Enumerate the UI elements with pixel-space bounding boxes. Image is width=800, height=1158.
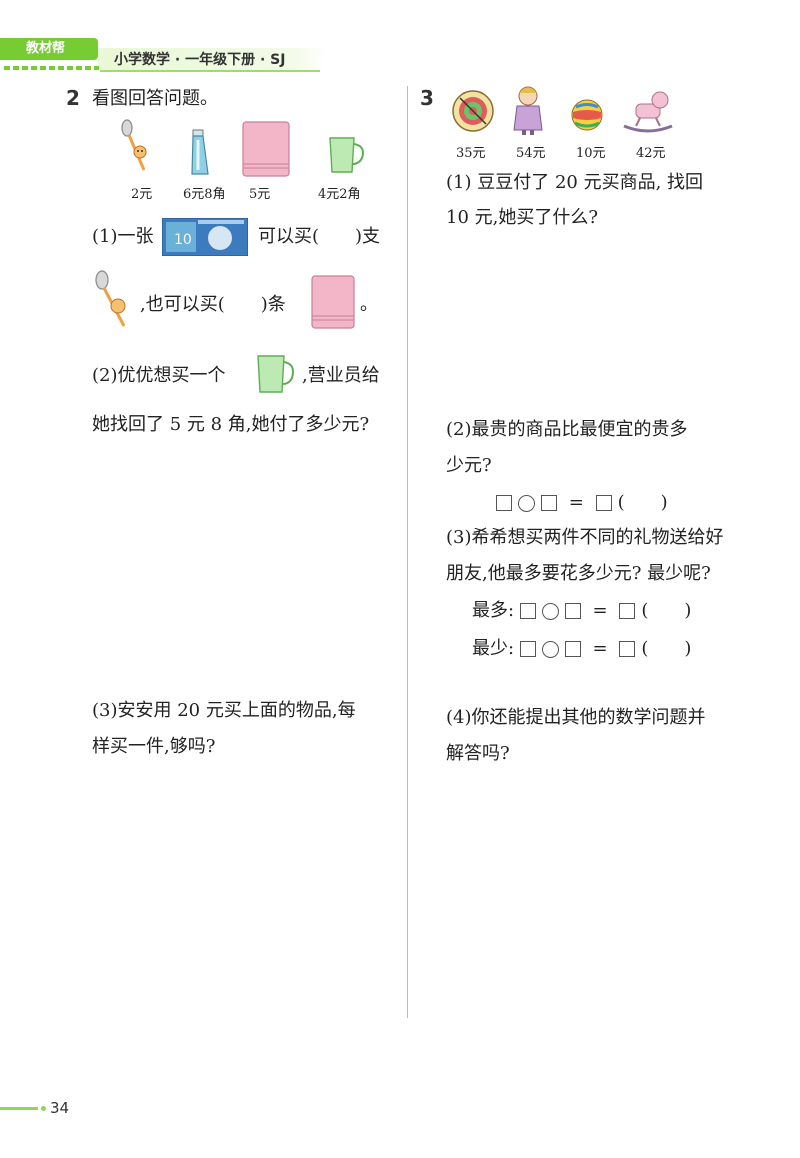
banknote-icon: 10 xyxy=(162,218,248,256)
price-rocking-horse: 42元 xyxy=(636,146,666,161)
doll-icon xyxy=(513,86,543,135)
answer-box[interactable] xyxy=(564,641,581,657)
q3-part1-text-a: (1) 豆豆付了 20 元买商品, 找回 xyxy=(446,172,704,193)
spoon-icon xyxy=(121,119,147,171)
column-divider xyxy=(407,86,408,1018)
question-number-3: 3 xyxy=(420,86,434,110)
header-band xyxy=(98,48,328,70)
equals-sign: = xyxy=(592,600,608,621)
dartboard-icon xyxy=(452,90,494,132)
price-spoon: 2元 xyxy=(131,187,153,202)
equals-sign: = xyxy=(568,492,584,513)
spoon-icon-inline xyxy=(95,270,126,327)
towel-icon-inline xyxy=(311,275,355,329)
header-badge: 教材帮 xyxy=(0,38,98,60)
footer-dot xyxy=(41,1106,46,1111)
ball-icon xyxy=(571,99,603,131)
unit-paren: ( ) xyxy=(617,492,668,513)
question-number-2: 2 xyxy=(66,86,80,110)
q3-part3-most-equation: 最多: = ( ) xyxy=(472,596,691,622)
q3-part3-text-b: 朋友,他最多要花多少元? 最少呢? xyxy=(446,563,711,584)
operator-circle[interactable] xyxy=(541,602,559,620)
footer-line xyxy=(0,1107,38,1110)
q2-part2-text-b: ,营业员给 xyxy=(302,365,380,386)
q2-part3-text-a: (3)安安用 20 元买上面的物品,每 xyxy=(92,700,356,721)
q3-part3-text-a: (3)希希想买两件不同的礼物送给好 xyxy=(446,527,724,548)
page-number: 34 xyxy=(50,1099,70,1117)
price-dartboard: 35元 xyxy=(456,146,486,161)
q2-part1-text-d: 。 xyxy=(360,294,378,315)
price-ball: 10元 xyxy=(576,146,606,161)
header-dots xyxy=(4,66,99,70)
price-toothpaste: 6元8角 xyxy=(183,187,226,202)
q2-part1-text-b: 可以买( )支 xyxy=(258,226,381,247)
q3-part2-text-a: (2)最贵的商品比最便宜的贵多 xyxy=(446,419,688,440)
question-2-title: 看图回答问题。 xyxy=(92,88,218,109)
answer-box[interactable] xyxy=(619,603,636,619)
q2-part2-text-c: 她找回了 5 元 8 角,她付了多少元? xyxy=(92,414,370,435)
answer-box[interactable] xyxy=(564,603,581,619)
q2-part3-text-b: 样买一件,够吗? xyxy=(92,736,216,757)
banknote-value: 10 xyxy=(174,232,192,248)
cup-icon xyxy=(329,137,364,173)
equals-sign: = xyxy=(592,638,608,659)
q3-part4-text-b: 解答吗? xyxy=(446,743,510,764)
operator-circle[interactable] xyxy=(518,494,535,512)
most-label: 最多: xyxy=(472,600,515,621)
answer-box[interactable] xyxy=(519,603,536,619)
q3-part2-text-b: 少元? xyxy=(446,455,492,476)
q3-part2-equation: = ( ) xyxy=(496,488,668,514)
q2-part2-text-a: (2)优优想买一个 xyxy=(92,365,226,386)
q2-part1-text-c: ,也可以买( )条 xyxy=(140,294,286,315)
q2-part1-text-a: (1)一张 xyxy=(92,226,154,247)
answer-box[interactable] xyxy=(619,641,636,657)
header-title: 小学数学 · 一年级下册 · SJ xyxy=(114,52,286,68)
answer-box[interactable] xyxy=(595,495,612,511)
answer-box[interactable] xyxy=(519,641,536,657)
q3-part1-text-b: 10 元,她买了什么? xyxy=(446,207,598,228)
operator-circle[interactable] xyxy=(541,640,559,658)
least-label: 最少: xyxy=(472,638,515,659)
cup-icon-inline xyxy=(257,355,294,393)
price-cup: 4元2角 xyxy=(318,187,361,202)
unit-paren: ( ) xyxy=(641,600,692,621)
answer-box[interactable] xyxy=(496,495,512,511)
q3-part4-text-a: (4)你还能提出其他的数学问题并 xyxy=(446,707,706,728)
price-doll: 54元 xyxy=(516,146,546,161)
rocking-horse-icon xyxy=(623,91,673,133)
price-towel: 5元 xyxy=(249,187,271,202)
answer-box[interactable] xyxy=(541,495,557,511)
towel-icon xyxy=(242,121,290,177)
toothpaste-icon xyxy=(191,129,209,175)
q3-part3-least-equation: 最少: = ( ) xyxy=(472,634,691,660)
header-underline xyxy=(100,70,320,72)
unit-paren: ( ) xyxy=(641,638,692,659)
